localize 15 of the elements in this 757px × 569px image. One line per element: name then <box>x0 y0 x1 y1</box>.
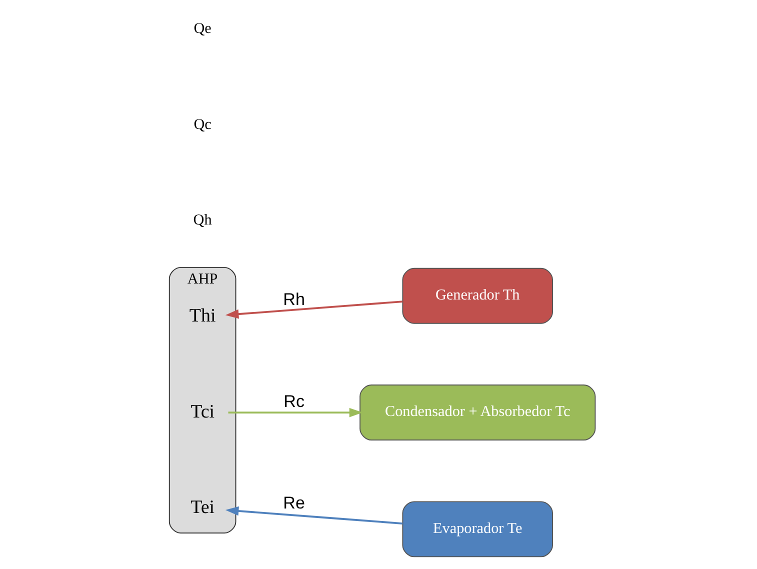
node-text: Tci <box>190 401 215 422</box>
node-box: Evaporador Te <box>402 501 553 558</box>
node-text: Tei <box>190 497 215 518</box>
edge-label: Re <box>283 494 305 513</box>
arrow <box>225 300 403 319</box>
edge-label: Rc <box>284 392 305 412</box>
label: Qe <box>194 20 212 37</box>
label: Qh <box>193 212 212 229</box>
node-text: Thi <box>189 305 216 326</box>
label: Qc <box>194 116 212 133</box>
node-box: Generador Th <box>402 268 553 324</box>
arrow <box>228 408 363 418</box>
edge-label: Rh <box>283 290 305 309</box>
arrow <box>225 506 403 524</box>
node-box: Condensador + Absorbedor Tc <box>360 384 596 441</box>
